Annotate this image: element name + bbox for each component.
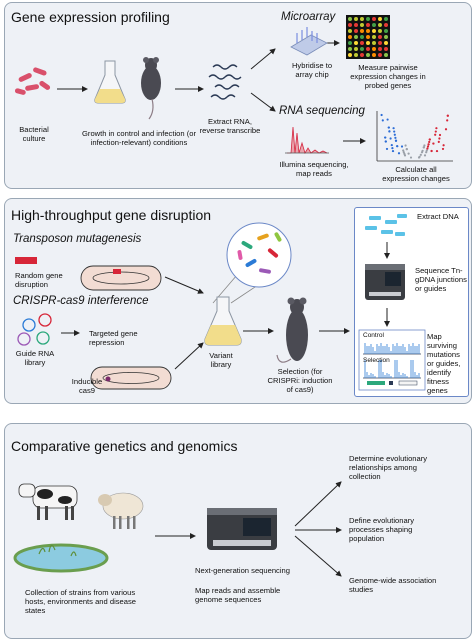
comparative-genomics-artwork	[13, 481, 342, 577]
bacterial-culture-label: Bacterial culture	[19, 125, 49, 143]
gwas-label: Genome-wide association studies	[349, 576, 437, 594]
mouse-icon	[141, 57, 161, 120]
random-gene-label: Random gene disruption	[15, 271, 63, 289]
measure-changes-label: Measure pairwise expression changes in p…	[350, 63, 426, 90]
hybridise-label: Hybridise to array chip	[291, 61, 333, 79]
selection-track-label: Selection	[363, 357, 390, 364]
bacterium-cell-icon	[80, 265, 162, 291]
variant-flask-icon	[204, 296, 242, 346]
sequencing-inset: Extract DNA Sequence Tn-gDNA junctions o…	[354, 207, 469, 397]
control-track-label: Control	[363, 332, 384, 339]
pond-icon	[13, 543, 109, 573]
calculate-changes-label: Calculate all expression changes	[382, 165, 450, 183]
illumina-label: Illumina sequencing, map reads	[279, 160, 349, 178]
map-reads-label: Map reads and assemble genome sequences	[195, 586, 281, 604]
growth-conditions-label: Growth in control and infection (or infe…	[82, 129, 196, 147]
gene-disruption-title: High-throughput gene disruption	[11, 207, 212, 223]
extract-dna-label: Extract DNA	[417, 212, 459, 221]
transposon-icon	[15, 257, 37, 264]
sequence-junctions-label: Sequence Tn-gDNA junctions or guides	[415, 266, 467, 293]
selection-mouse-icon	[276, 297, 308, 363]
sequencer-icon	[365, 264, 405, 300]
define-processes-label: Define evolutionary processes shaping po…	[349, 516, 415, 543]
read-peaks-chart-icon	[358, 329, 426, 391]
determine-relationships-label: Determine evolutionary relationships amo…	[349, 454, 428, 481]
volcano-plot-icon	[376, 111, 453, 162]
gene-disruption-artwork	[15, 222, 350, 390]
ngs-label: Next-generation sequencing	[195, 566, 290, 575]
rna-strands-icon	[208, 64, 242, 100]
map-mutations-label: Map surviving mutations or guides, ident…	[427, 332, 461, 395]
variant-library-magnified-icon	[226, 222, 292, 288]
array-chip-icon	[290, 27, 328, 56]
sheep-icon	[98, 492, 144, 529]
microarray-title: Microarray	[281, 11, 336, 23]
extract-rna-label: Extract RNA, reverse transcribe	[199, 117, 261, 135]
gene-expression-panel: Gene expression profiling	[4, 2, 472, 189]
flask-icon	[94, 60, 126, 104]
transposon-title: Transposon mutagenesis	[13, 233, 142, 245]
ngs-sequencer-icon	[207, 508, 277, 550]
bacterium-cell-crispr-icon	[90, 366, 172, 390]
comparative-genomics-title: Comparative genetics and genomics	[11, 438, 238, 454]
inducible-cas9-label: Inducible cas9	[71, 377, 103, 395]
gene-expression-title: Gene expression profiling	[11, 9, 170, 25]
crispr-title: CRISPR-cas9 interference	[13, 295, 149, 307]
inset-artwork	[358, 214, 426, 391]
dna-fragments-icon	[365, 214, 407, 236]
guide-rna-label: Guide RNA library	[15, 349, 55, 367]
cow-icon	[18, 483, 78, 520]
sequencing-peaks-icon	[285, 126, 329, 154]
microarray-grid-icon	[346, 15, 390, 59]
gene-disruption-panel: High-throughput gene disruption	[4, 198, 472, 404]
gene-expression-artwork	[14, 15, 453, 162]
rna-sequencing-title: RNA sequencing	[279, 105, 365, 117]
targeted-repression-label: Targeted gene repression	[89, 329, 138, 347]
comparative-genomics-panel: Comparative genetics and genomics	[4, 423, 472, 639]
guide-rna-icon	[17, 313, 52, 346]
collection-strains-label: Collection of strains from various hosts…	[25, 588, 137, 615]
bacteria-icon	[14, 67, 51, 95]
variant-library-label: Variant library	[209, 351, 233, 369]
selection-label: Selection (for CRISPRi: induction of cas…	[267, 367, 333, 394]
